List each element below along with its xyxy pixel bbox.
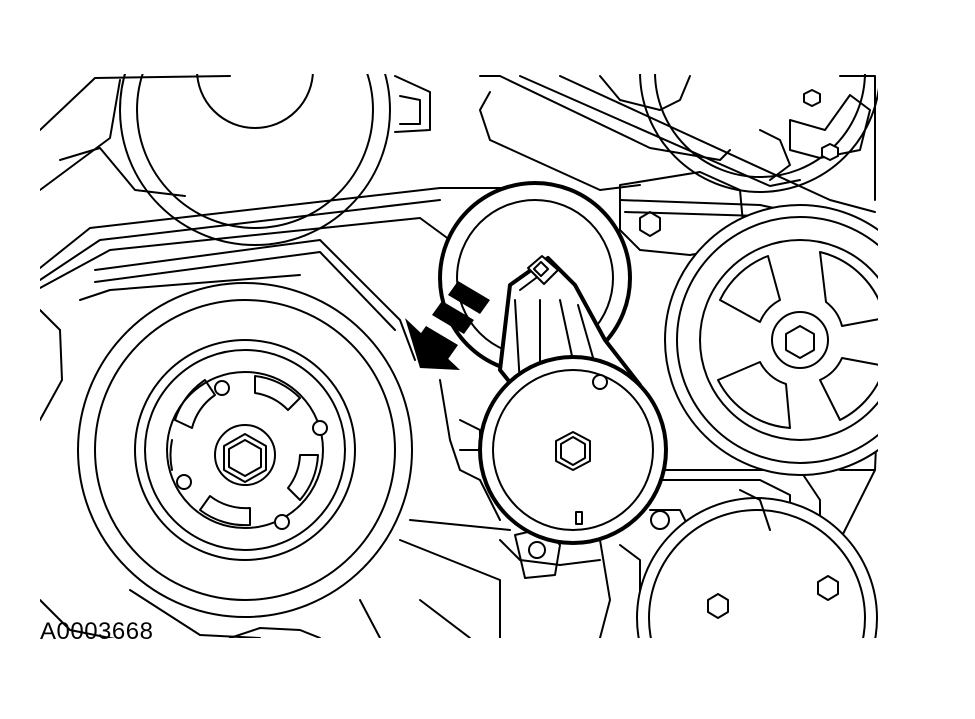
crankshaft-pulley <box>77 282 413 618</box>
right-margin <box>878 0 975 719</box>
lower-margin <box>0 638 975 719</box>
belt-tensioner <box>478 255 668 545</box>
top-margin <box>0 0 975 74</box>
figure-id-label: A0003668 <box>40 618 154 645</box>
left-margin <box>0 0 40 719</box>
direction-arrow <box>405 281 490 370</box>
